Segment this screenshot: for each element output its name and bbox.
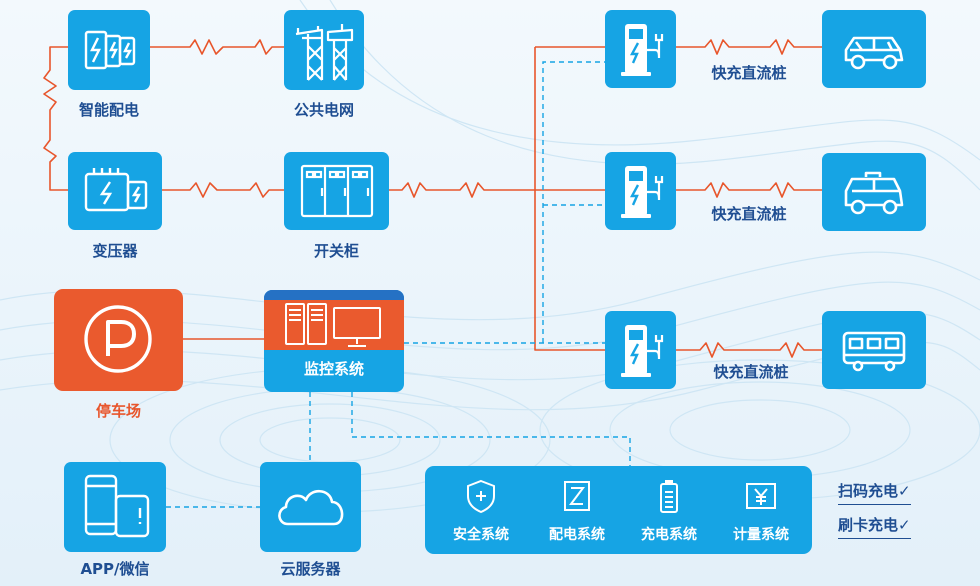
- distribution-icon: [564, 481, 590, 511]
- power-line-main-bus: [389, 182, 605, 198]
- power-line-charger-2: [676, 182, 822, 198]
- power-line-charger-3: [676, 342, 822, 358]
- system-distribution-label: 配电系统: [549, 527, 605, 543]
- smart-distribution-node[interactable]: [68, 10, 150, 90]
- car-icon: [844, 36, 904, 70]
- bus-icon: [842, 331, 906, 372]
- battery-level-icon: [660, 480, 678, 513]
- charger-label-2: 快充直流桩: [711, 205, 787, 223]
- monitoring-label: 监控系统: [303, 360, 364, 378]
- vehicle-node-1[interactable]: [822, 10, 926, 88]
- server-monitor-icon: [285, 303, 381, 347]
- mobile-devices-icon: [84, 474, 150, 538]
- battery-bank-icon: [84, 30, 136, 70]
- system-charging-label: 充电系统: [641, 527, 697, 543]
- switch-cabinet-icon: [300, 164, 374, 218]
- parking-sign-icon: [84, 305, 152, 373]
- transformer-icon: [84, 168, 148, 212]
- vehicle-node-2[interactable]: [822, 153, 926, 231]
- power-line-transformer-cabinet: [162, 182, 284, 198]
- public-grid-node[interactable]: [284, 10, 364, 90]
- power-tower-icon: [295, 24, 354, 81]
- data-line-monitor-systems: [351, 392, 631, 466]
- switch-cabinet-node[interactable]: [284, 152, 389, 230]
- app-wechat-label: APP/微信: [80, 560, 150, 578]
- cloud-icon: [278, 489, 344, 526]
- system-security-label: 安全系统: [453, 527, 509, 543]
- smart-distribution-label: 智能配电: [78, 101, 139, 119]
- charger-node-3[interactable]: [605, 311, 676, 389]
- power-line-charger-1: [676, 39, 822, 55]
- billing-yuan-icon: [746, 483, 776, 509]
- charger-node-1[interactable]: [605, 10, 676, 88]
- power-line-distribution-grid: [150, 39, 284, 55]
- charging-pile-icon: [621, 325, 664, 377]
- subsystems-panel: 安全系统 配电系统 充电系统 计量系统: [425, 466, 812, 554]
- system-charging[interactable]: 充电系统: [623, 466, 715, 554]
- transformer-label: 变压器: [92, 242, 138, 260]
- charging-pile-icon: [621, 24, 664, 76]
- charger-label-1: 快充直流桩: [711, 64, 787, 82]
- parking-node[interactable]: [54, 289, 183, 391]
- cloud-server-node[interactable]: [260, 462, 361, 552]
- payment-scan-code[interactable]: 扫码充电✓: [838, 480, 911, 505]
- charger-label-3: 快充直流桩: [713, 363, 789, 381]
- payment-card-swipe[interactable]: 刷卡充电✓: [838, 514, 911, 539]
- system-metering-label: 计量系统: [733, 527, 789, 543]
- cloud-server-label: 云服务器: [280, 560, 341, 578]
- public-grid-label: 公共电网: [293, 101, 354, 119]
- system-metering[interactable]: 计量系统: [715, 466, 807, 554]
- taxi-icon: [844, 171, 904, 215]
- power-line-bus-vertical: [534, 47, 605, 351]
- power-line-left-vertical: [43, 46, 68, 191]
- system-security[interactable]: 安全系统: [435, 466, 527, 554]
- transformer-node[interactable]: [68, 152, 162, 230]
- shield-plus-icon: [467, 479, 495, 514]
- charger-node-2[interactable]: [605, 152, 676, 230]
- app-wechat-node[interactable]: [64, 462, 166, 552]
- data-line-monitor-chargers: [404, 61, 605, 344]
- monitoring-system-node[interactable]: 监控系统: [264, 290, 404, 392]
- system-distribution[interactable]: 配电系统: [531, 466, 623, 554]
- charging-pile-icon: [621, 166, 664, 218]
- monitor-header-bar: [264, 290, 404, 300]
- parking-label: 停车场: [95, 402, 141, 420]
- switch-cabinet-label: 开关柜: [313, 242, 359, 260]
- vehicle-node-3[interactable]: [822, 311, 926, 389]
